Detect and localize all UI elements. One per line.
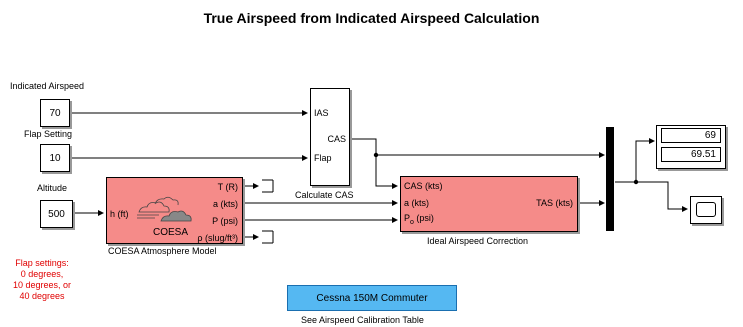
ideal-airspeed-block[interactable]: CAS (kts) a (kts) Po (psi) TAS (kts) xyxy=(400,176,578,232)
port-ias: IAS xyxy=(314,108,329,118)
flap-constant-block[interactable]: 10 xyxy=(40,144,70,172)
terminator-icons xyxy=(262,179,274,244)
cessna-caption: See Airspeed Calibration Table xyxy=(301,315,424,325)
ias-constant-block[interactable]: 70 xyxy=(40,99,70,127)
coesa-atmosphere-block[interactable]: h (ft) T (R) a (kts) P (psi) ρ (slug/ft³… xyxy=(106,177,243,244)
mux-block[interactable] xyxy=(606,127,614,231)
port-a-out: a (kts) xyxy=(212,199,238,209)
calculate-cas-label: Calculate CAS xyxy=(295,190,354,200)
flap-settings-note: Flap settings: 0 degrees, 10 degrees, or… xyxy=(12,258,72,301)
port-h: h (ft) xyxy=(110,209,129,219)
display-value-2: 69.51 xyxy=(661,147,721,162)
port-rho: ρ (slug/ft³) xyxy=(197,233,238,243)
calculate-cas-block[interactable]: IAS CAS Flap xyxy=(310,88,350,186)
port-t: T (R) xyxy=(217,182,238,192)
port-tas: TAS (kts) xyxy=(536,198,573,208)
flap-label: Flap Setting xyxy=(24,129,73,139)
altitude-label: Altitude xyxy=(37,183,68,193)
port-a-in: a (kts) xyxy=(404,198,430,208)
port-cas-out: CAS xyxy=(327,134,346,144)
port-po: Po (psi) xyxy=(404,213,434,226)
display-value-1: 69 xyxy=(661,128,721,143)
coesa-icon-text: COESA xyxy=(153,227,189,238)
cessna-button[interactable]: Cessna 150M Commuter xyxy=(287,285,457,311)
ias-label: Indicated Airspeed xyxy=(10,81,85,91)
scope-block[interactable] xyxy=(690,196,722,224)
ideal-airspeed-label: Ideal Airspeed Correction xyxy=(427,236,529,246)
port-flap: Flap xyxy=(314,153,332,163)
display-block[interactable]: 69 69.51 xyxy=(656,125,726,169)
scope-icon xyxy=(696,202,716,217)
port-cas-in: CAS (kts) xyxy=(404,181,443,191)
line-mux-scope xyxy=(636,181,688,212)
line-cas xyxy=(350,138,398,189)
model-title: True Airspeed from Indicated Airspeed Ca… xyxy=(203,10,540,26)
coesa-label: COESA Atmosphere Model xyxy=(108,246,217,256)
port-p-out: P (psi) xyxy=(212,216,238,226)
altitude-constant-block[interactable]: 500 xyxy=(40,200,73,228)
cloud-icon xyxy=(137,196,192,222)
line-mux-display xyxy=(615,138,655,183)
